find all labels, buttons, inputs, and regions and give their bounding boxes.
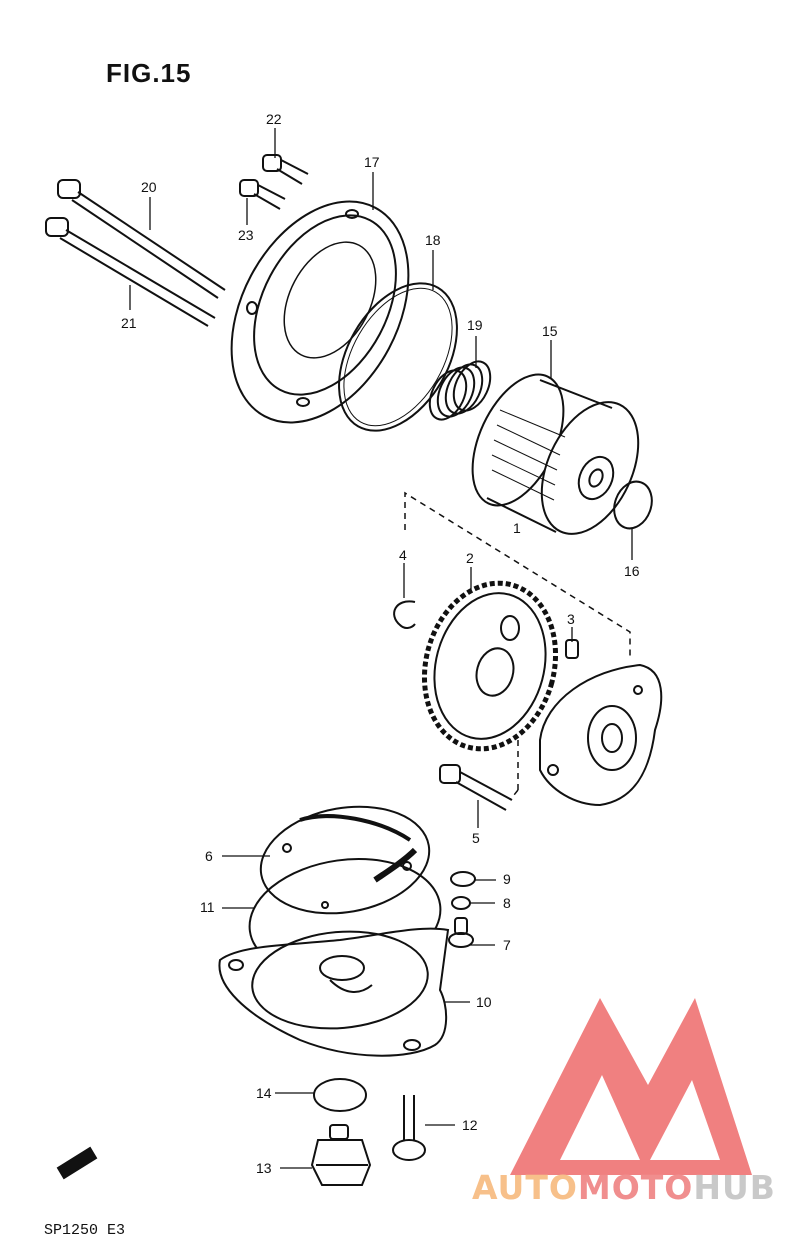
watermark-hub: HUB bbox=[693, 1168, 776, 1207]
watermark-auto: AUTO bbox=[472, 1168, 578, 1207]
figure-title: FIG.15 bbox=[106, 58, 192, 88]
part-7-screw bbox=[448, 917, 474, 948]
callout-11: 11 bbox=[200, 899, 215, 915]
part-10-housing bbox=[218, 927, 450, 1057]
callout-13: 13 bbox=[256, 1160, 272, 1176]
callout-21: 21 bbox=[121, 315, 137, 331]
callout-18: 18 bbox=[425, 232, 441, 248]
watermark-logo-icon bbox=[510, 998, 752, 1175]
callout-3: 3 bbox=[567, 611, 575, 627]
assembly-bracket bbox=[404, 491, 631, 801]
watermark-moto: MOTO bbox=[577, 1168, 694, 1207]
callout-12: 12 bbox=[462, 1117, 478, 1133]
leader-lines bbox=[129, 128, 633, 1169]
part-4-clip bbox=[393, 600, 416, 629]
part-21-long-bolt bbox=[45, 217, 216, 327]
part-14-o-ring bbox=[313, 1078, 367, 1112]
callout-15: 15 bbox=[542, 323, 558, 339]
callout-1: 1 bbox=[513, 520, 521, 536]
callout-20: 20 bbox=[141, 179, 157, 195]
front-arrow-icon bbox=[56, 1146, 98, 1180]
callout-17: 17 bbox=[364, 154, 380, 170]
callout-2: 2 bbox=[466, 550, 474, 566]
part-20-long-bolt bbox=[57, 179, 226, 299]
part-22-bolt bbox=[262, 154, 309, 185]
part-12-bolt bbox=[392, 1095, 426, 1161]
part-2-gear bbox=[421, 580, 559, 752]
callout-14: 14 bbox=[256, 1085, 272, 1101]
callout-8: 8 bbox=[503, 895, 511, 911]
callout-22: 22 bbox=[266, 111, 282, 127]
callout-5: 5 bbox=[472, 830, 480, 846]
callout-16: 16 bbox=[624, 563, 640, 579]
callout-6: 6 bbox=[205, 848, 213, 864]
callout-9: 9 bbox=[503, 871, 511, 887]
model-code: SP1250 E3 bbox=[44, 1222, 126, 1239]
pump-body bbox=[539, 663, 663, 807]
part-18-o-ring bbox=[338, 282, 458, 432]
part-19-spring bbox=[428, 360, 492, 421]
part-13-plug bbox=[310, 1124, 372, 1186]
part-23-bolt bbox=[239, 179, 286, 210]
watermark-text: AUTOMOTOHUB bbox=[472, 1168, 776, 1207]
part-15-oil-filter bbox=[471, 373, 640, 535]
callout-10: 10 bbox=[476, 994, 492, 1010]
part-5-bolt bbox=[439, 764, 513, 811]
callout-4: 4 bbox=[399, 547, 407, 563]
part-17-filter-cap bbox=[230, 200, 410, 424]
callout-19: 19 bbox=[467, 317, 483, 333]
callout-23: 23 bbox=[238, 227, 254, 243]
part-9-washer bbox=[450, 871, 476, 887]
callout-7: 7 bbox=[503, 937, 511, 953]
part-16-o-ring bbox=[613, 480, 653, 530]
